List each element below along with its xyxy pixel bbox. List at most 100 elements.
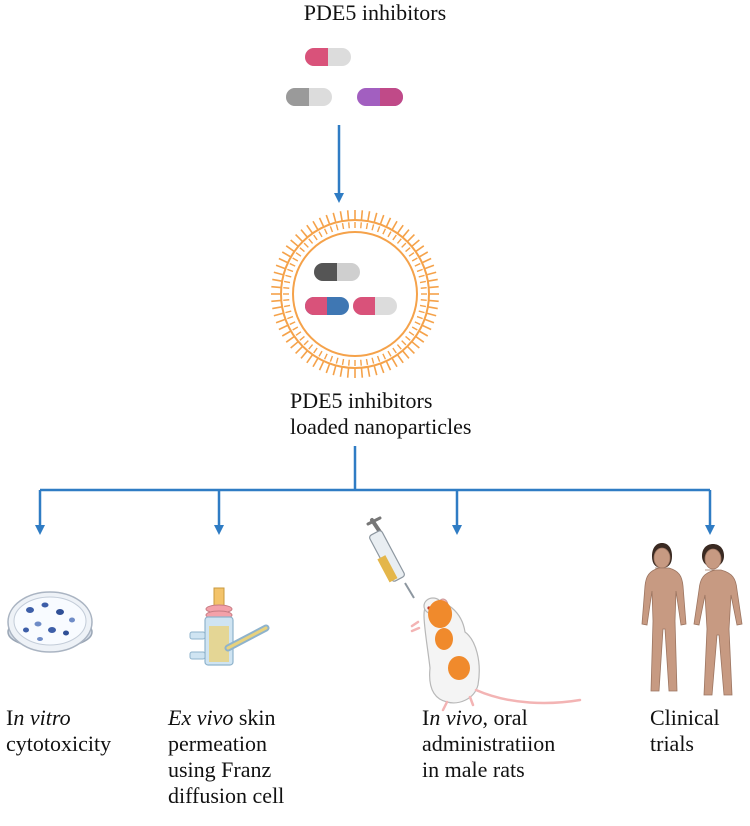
label-line: cytotoxicity (6, 731, 112, 756)
lipid-tail (391, 357, 398, 368)
lipid-tail (341, 358, 345, 366)
lipid-tail (401, 229, 410, 238)
label-line: in male rats (422, 757, 525, 782)
nanoparticle-label-line2: loaded nanoparticles (290, 414, 472, 439)
lipid-tail (289, 321, 296, 326)
petri-dish-icon (7, 591, 93, 653)
lipid-tail (411, 326, 418, 331)
nanoparticle-label: PDE5 inhibitors loaded nanoparticles (290, 388, 471, 440)
lipid-tail (416, 315, 423, 320)
lipid-tail (281, 251, 292, 258)
lipid-tail (396, 238, 402, 244)
lipid-tail (414, 262, 421, 267)
franz-diffusion-cell-icon (189, 587, 270, 666)
lipid-tail (346, 367, 350, 378)
label-line: In vivo, oral (422, 705, 555, 731)
lipid-tail (312, 357, 319, 368)
lipid-tail (329, 355, 334, 362)
lipid-tail (382, 228, 387, 235)
lipid-tail (421, 324, 432, 331)
lipid-tail (414, 321, 421, 326)
lipid-tail (308, 238, 314, 244)
lipid-tail (271, 285, 282, 289)
label-in-vivo: In vivo, oral administratiion in male ra… (422, 705, 555, 783)
lipid-tail (318, 231, 323, 238)
lipid-tail (283, 287, 290, 289)
lipid-tail (401, 340, 407, 346)
nanoparticle-label-line1: PDE5 inhibitors (290, 388, 433, 413)
lipid-tail (285, 245, 295, 253)
lipid-tail (379, 214, 385, 225)
lipid-tail (419, 280, 427, 284)
lipid-tail (275, 318, 286, 324)
label-line: trials (650, 731, 694, 756)
label-clinical: Clinical trials (650, 705, 720, 757)
lipid-tail (367, 211, 371, 222)
lipid-tail (335, 224, 339, 231)
lipid-tail (415, 335, 425, 343)
lipid-tail (419, 304, 427, 308)
lipid-tail (290, 239, 299, 248)
label-line: In vitro (6, 705, 111, 731)
lipid-tail (308, 344, 314, 350)
lipid-tail (371, 357, 375, 364)
lipid-tail (408, 252, 415, 257)
lipid-tail (275, 264, 286, 270)
lipid-tail (415, 245, 425, 253)
person-right-icon (693, 544, 743, 696)
label-line: Clinical (650, 705, 720, 730)
lipid-tail (391, 220, 398, 231)
lipid-tail (428, 285, 439, 289)
lipid-tail (406, 234, 415, 243)
humans-icon (641, 543, 743, 696)
lipid-tail (385, 360, 392, 371)
lipid-tail (424, 318, 435, 324)
lipid-tail (405, 335, 411, 341)
lipid-tail (411, 257, 418, 262)
lipid-tail (427, 278, 438, 282)
lipid-tail (295, 234, 304, 243)
label-line: Ex vivo skin (168, 705, 284, 731)
person-left-icon (641, 543, 687, 692)
label-text: I (422, 705, 430, 730)
lipid-tail (332, 212, 337, 223)
lipid-tail (299, 247, 305, 253)
rat-icon (410, 597, 582, 712)
lipid-tail (346, 210, 350, 221)
capsule-pink-icon (305, 48, 351, 66)
lipid-tail (306, 224, 314, 234)
lipid-tail (420, 287, 427, 289)
lipid-tail (339, 366, 343, 377)
lipid-tail (392, 347, 397, 354)
lipid-tail (335, 357, 339, 364)
lipid-tail (272, 306, 283, 310)
lipid-tail (401, 350, 410, 359)
lipid-tail (318, 360, 325, 371)
rat-syringe-icon (366, 516, 582, 712)
lipid-tail (278, 324, 289, 331)
label-line: using Franz (168, 757, 272, 782)
lipid-tail (325, 363, 331, 374)
lipid-tail (289, 262, 296, 267)
lipid-tail (426, 271, 437, 276)
lipid-tail (411, 340, 420, 349)
lipid-tail (373, 212, 378, 223)
lipid-tail (292, 326, 299, 331)
lipid-tail (272, 278, 283, 282)
lipid-tail (406, 345, 415, 354)
lipid-tail (418, 310, 425, 314)
lipid-tail (387, 231, 392, 238)
lipid-tail (341, 222, 345, 230)
nanoparticle-icon (271, 210, 439, 378)
lipid-tail (318, 350, 323, 357)
lipid-tail (283, 299, 290, 301)
branch-connector (35, 446, 715, 535)
lipid-tail (376, 226, 381, 233)
label-text: skin (233, 705, 276, 730)
lipid-tail (300, 350, 309, 359)
label-text-italic: Ex vivo (168, 705, 234, 730)
lipid-tail (295, 331, 302, 336)
lipid-tail (287, 268, 294, 273)
lipid-tail (382, 353, 387, 360)
lipid-tail (424, 264, 435, 270)
